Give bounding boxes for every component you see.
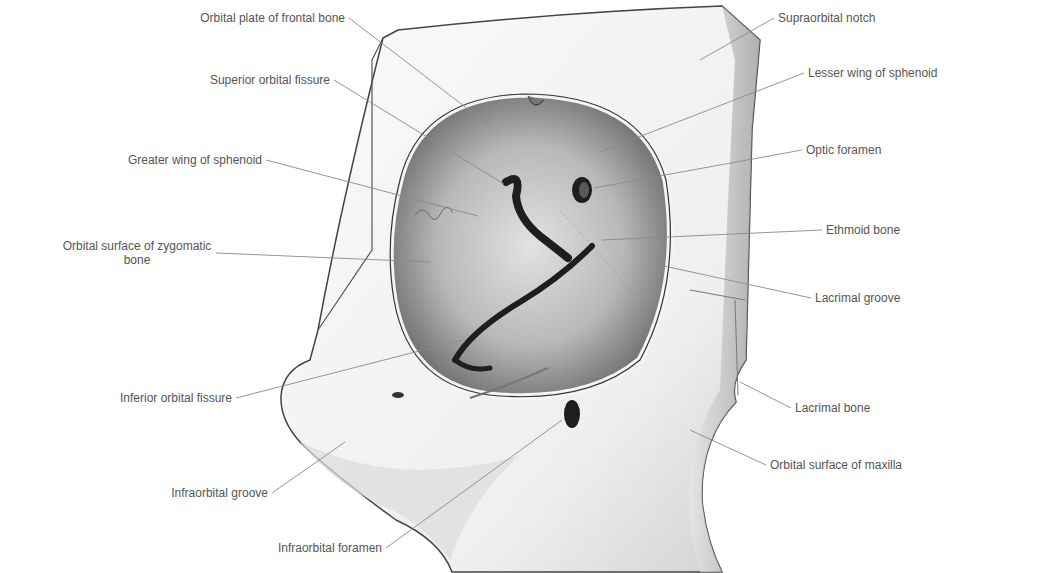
part-label: Lacrimal groove — [815, 291, 900, 305]
superior-orbital-fissure — [506, 179, 568, 258]
leader-line — [700, 18, 774, 60]
part-label: Infraorbital foramen — [278, 541, 382, 555]
leader-line — [266, 160, 478, 216]
part-label: Lesser wing of sphenoid — [808, 66, 937, 80]
part-label: Orbital surface of maxilla — [770, 458, 902, 472]
lacrimal-edge — [690, 290, 745, 395]
infraorbital-foramen — [564, 400, 580, 428]
leader-line — [272, 442, 345, 493]
leader-line — [236, 340, 462, 398]
optic-foramen — [579, 182, 589, 198]
nasal-shading — [689, 6, 760, 572]
part-label: Infraorbital groove — [171, 486, 268, 500]
part-label: Optic foramen — [806, 143, 881, 157]
leader-line — [216, 253, 430, 262]
optic-foramen — [572, 177, 592, 203]
inferior-orbital-fissure — [455, 360, 490, 369]
leader-line — [664, 266, 811, 298]
zygomatic-foramen — [392, 392, 404, 398]
part-label: Superior orbital fissure — [210, 73, 330, 87]
leader-line — [600, 73, 804, 152]
leader-line — [690, 430, 766, 465]
leader-line — [334, 80, 504, 184]
part-label: Orbital surface of zygomatic bone — [62, 239, 212, 267]
inferior-orbital-fissure — [455, 246, 592, 360]
infraorbital-groove — [470, 368, 548, 398]
suture — [415, 207, 453, 220]
suture — [560, 210, 640, 390]
leader-line — [740, 382, 791, 408]
part-label: Lacrimal bone — [795, 401, 870, 415]
skull-bone — [281, 6, 760, 572]
part-label: Greater wing of sphenoid — [128, 153, 262, 167]
orbit-rim — [390, 94, 670, 397]
leader-line — [594, 150, 802, 188]
supraorbital-notch — [528, 96, 544, 105]
part-label: Orbital plate of frontal bone — [200, 11, 345, 25]
part-label: Ethmoid bone — [826, 223, 900, 237]
orbit-cavity — [390, 94, 670, 397]
leader-line — [349, 18, 490, 126]
leader-line — [602, 230, 822, 240]
part-label: Inferior orbital fissure — [120, 391, 232, 405]
part-label: Supraorbital notch — [778, 11, 875, 25]
leader-line — [386, 420, 562, 548]
